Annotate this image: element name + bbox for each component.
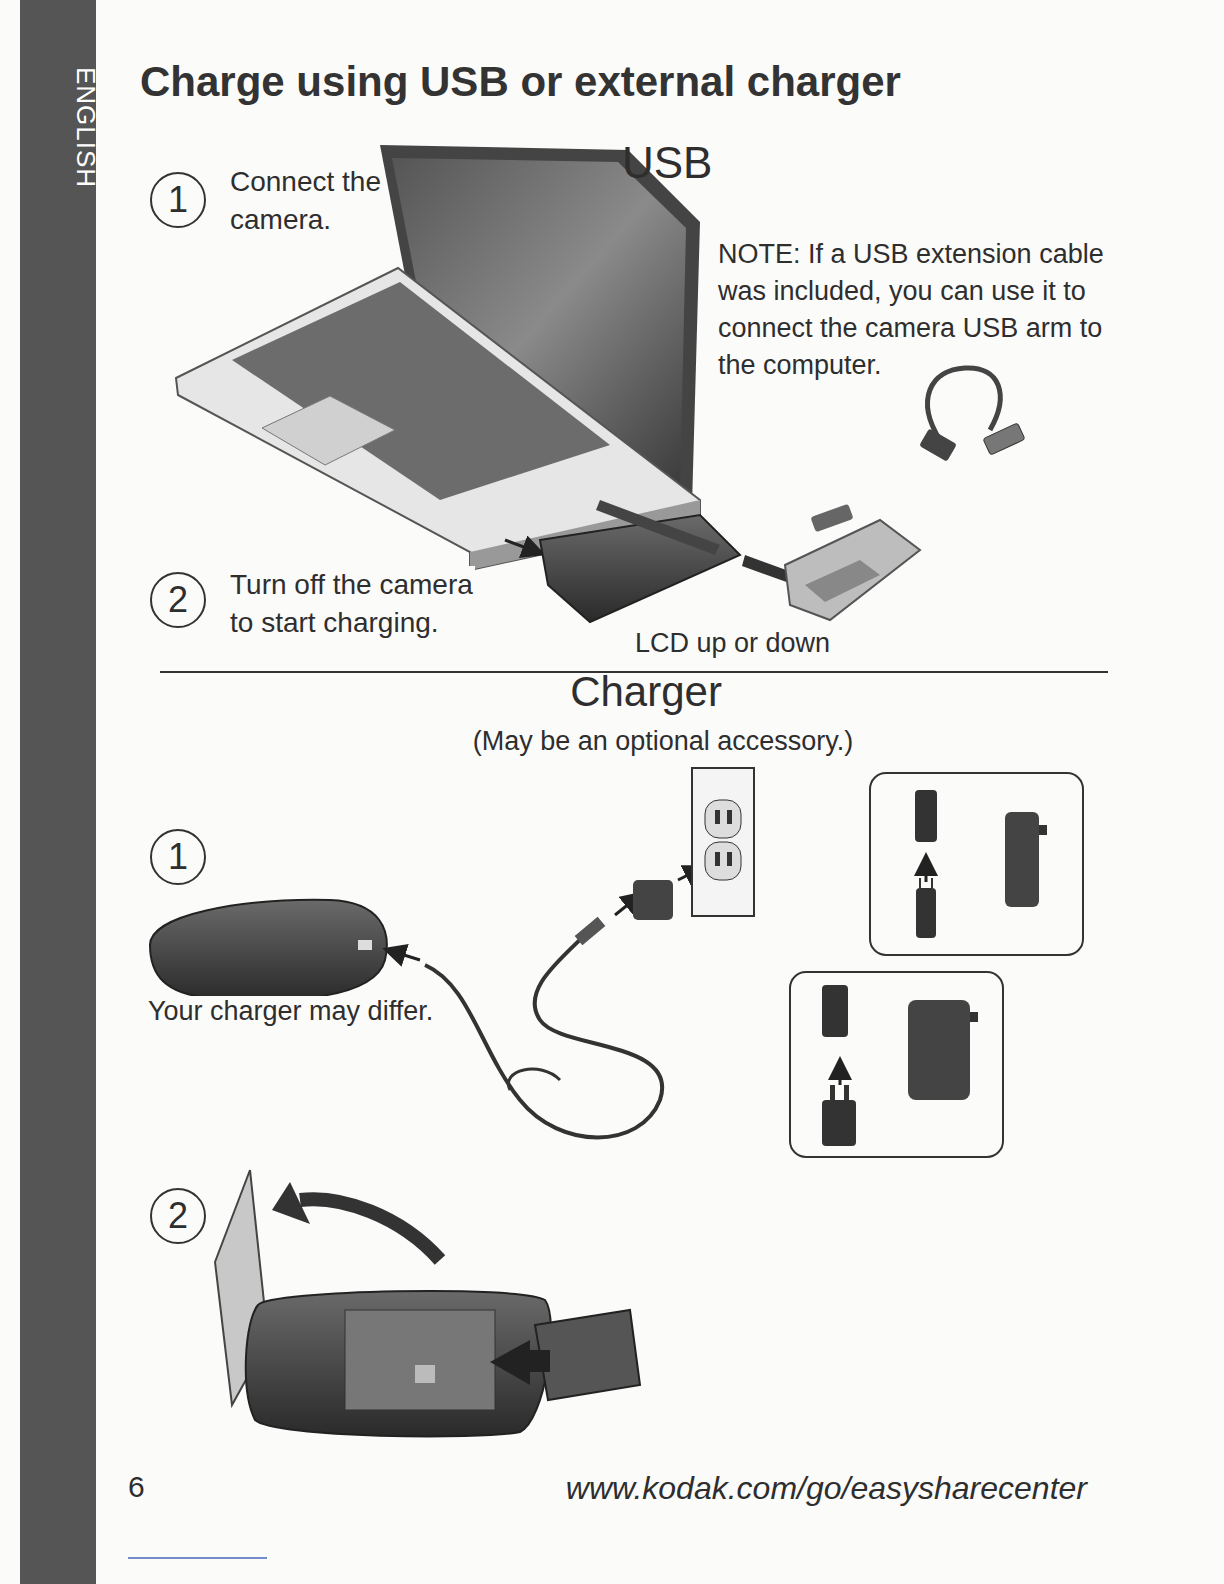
extension-cable-part xyxy=(919,428,957,461)
battery-charger xyxy=(215,1170,640,1436)
callout-circle: 2 xyxy=(150,572,206,628)
plug-inset-part xyxy=(830,1085,835,1100)
callout-number: 2 xyxy=(168,1198,188,1234)
callout-number: 1 xyxy=(168,839,188,875)
section-heading: Charger xyxy=(446,668,846,716)
extension-cable xyxy=(919,368,1025,462)
external-charger-part xyxy=(575,917,606,945)
callout-circle: 1 xyxy=(150,172,206,228)
language-tab: ENGLISH xyxy=(70,58,101,198)
usb-camera-part xyxy=(505,540,540,553)
usb-camera xyxy=(505,500,920,622)
usb-camera-part xyxy=(810,504,853,533)
external-charger-part xyxy=(727,810,732,824)
section-heading: USB xyxy=(622,138,712,188)
side-bar xyxy=(20,0,96,1584)
external-charger-part xyxy=(715,810,720,824)
battery-charger-part xyxy=(300,1199,440,1260)
callout-number: 1 xyxy=(168,182,188,218)
usb-camera-part xyxy=(596,500,720,555)
caption-text: LCD up or down xyxy=(635,628,830,659)
usb-camera-part xyxy=(785,520,920,620)
plug-inset-part xyxy=(919,878,921,888)
plug-inset-part xyxy=(908,1000,970,1100)
laptop-part xyxy=(262,396,395,465)
plug-inset xyxy=(790,773,1083,1157)
callout-number: 2 xyxy=(168,582,188,618)
external-charger-part xyxy=(388,950,420,960)
external-charger-part xyxy=(705,842,741,880)
side-bar-part xyxy=(20,0,96,1584)
battery-charger-part xyxy=(345,1310,495,1410)
caption-text: Your charger may differ. xyxy=(148,996,433,1027)
battery-charger-part xyxy=(246,1291,551,1437)
external-charger-part xyxy=(358,940,372,950)
external-charger-part xyxy=(692,768,754,916)
plug-inset-part xyxy=(822,985,848,1037)
battery-charger-part xyxy=(272,1182,310,1224)
laptop-part xyxy=(232,282,610,500)
external-charger-part xyxy=(425,930,662,1138)
battery-charger-part xyxy=(415,1365,435,1383)
step-text: Turn off the camera to start charging. xyxy=(230,566,475,642)
battery-charger-part xyxy=(520,1350,550,1372)
page-number: 6 xyxy=(128,1470,145,1504)
external-charger-part xyxy=(705,800,741,838)
plug-inset-part xyxy=(1039,825,1047,835)
external-charger xyxy=(150,768,754,1138)
laptop xyxy=(176,145,700,570)
external-charger-part xyxy=(633,880,673,920)
laptop-part xyxy=(176,268,700,570)
plug-inset-part xyxy=(925,858,928,882)
external-charger-part xyxy=(715,852,720,866)
external-charger-part xyxy=(150,900,387,1001)
usb-camera-part xyxy=(805,560,880,602)
plug-inset-part xyxy=(931,878,933,888)
callout-circle: 1 xyxy=(150,829,206,885)
page-title: Charge using USB or external charger xyxy=(140,58,901,106)
plug-inset-part xyxy=(1005,812,1039,907)
external-charger-part xyxy=(727,852,732,866)
note-text: NOTE: If a USB extension cable was inclu… xyxy=(718,236,1113,384)
plug-inset-part xyxy=(916,888,936,938)
footer-url: www.kodak.com/go/easysharecenter xyxy=(566,1470,1087,1507)
plug-inset-part xyxy=(822,1100,856,1146)
plug-inset-part xyxy=(844,1085,849,1100)
extension-cable-part xyxy=(928,368,1001,440)
external-charger-part xyxy=(508,1069,560,1090)
plug-inset-part xyxy=(790,972,1003,1157)
extension-cable-part xyxy=(983,423,1025,455)
battery-charger-part xyxy=(535,1310,640,1400)
plug-inset-part xyxy=(970,1012,978,1022)
footer-line xyxy=(128,1558,267,1559)
plug-inset-part xyxy=(839,1062,842,1085)
footer-line-part xyxy=(128,1557,267,1559)
plug-inset-part xyxy=(870,773,1083,955)
note-text: (May be an optional accessory.) xyxy=(413,726,913,757)
step-text: Connect the camera. xyxy=(230,163,385,239)
usb-camera-part xyxy=(540,515,740,622)
plug-inset-part xyxy=(915,790,937,842)
callout-circle: 2 xyxy=(150,1188,206,1244)
